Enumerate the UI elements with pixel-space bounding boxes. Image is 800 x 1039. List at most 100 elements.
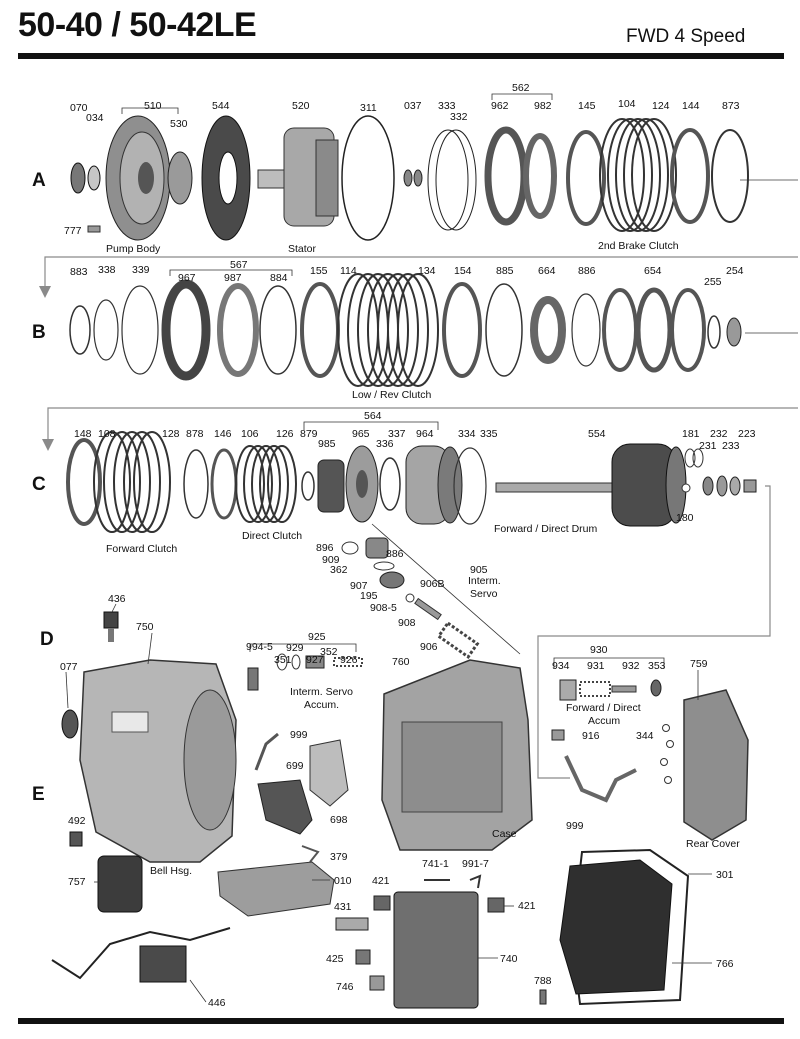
part-label-333: 333: [438, 100, 456, 112]
part-label-927: 927: [306, 654, 324, 666]
part-label-757: 757: [68, 876, 86, 888]
part-label-195: 195: [360, 590, 378, 602]
part-label-564: 564: [364, 410, 382, 422]
part-label-181: 181: [682, 428, 700, 440]
caption-rear-cover: Rear Cover: [686, 838, 740, 850]
part-label-905: 905: [470, 564, 488, 576]
part-label-925: 925: [308, 631, 326, 643]
part-label-929: 929: [286, 642, 304, 654]
lower-parts: [51, 611, 749, 1009]
part-label-908: 908: [398, 617, 416, 629]
row-c-parts: [66, 431, 757, 533]
section-letter-a: A: [32, 170, 46, 191]
row-a-parts: [70, 115, 749, 241]
part-label-070: 070: [70, 102, 88, 114]
part-label-335: 335: [480, 428, 498, 440]
part-label-879: 879: [300, 428, 318, 440]
part-label-223: 223: [738, 428, 756, 440]
part-label-562: 562: [512, 82, 530, 94]
part-label-352: 352: [320, 646, 338, 658]
part-label-886: 886: [578, 265, 596, 277]
part-label-967: 967: [178, 272, 196, 284]
caption-2nd-brake-clutch: 2nd Brake Clutch: [598, 240, 679, 252]
part-label-982: 982: [534, 100, 552, 112]
part-label-965: 965: [352, 428, 370, 440]
part-label-931: 931: [587, 660, 605, 672]
row-b-leader-lines: [169, 269, 293, 276]
part-label-446: 446: [208, 997, 226, 1009]
part-label-740: 740: [500, 953, 518, 965]
part-label-124: 124: [652, 100, 670, 112]
caption-forward-direct-drum: Forward / Direct Drum: [494, 523, 598, 535]
part-label-334: 334: [458, 428, 476, 440]
part-label-425: 425: [326, 953, 344, 965]
part-label-034: 034: [86, 112, 104, 124]
part-label-567: 567: [230, 259, 248, 271]
part-label-492: 492: [68, 815, 86, 827]
part-label-934: 934: [552, 660, 570, 672]
section-letter-b: B: [32, 322, 46, 343]
part-label-908-5: 908-5: [370, 602, 397, 614]
part-label-126: 126: [276, 428, 294, 440]
part-label-544: 544: [212, 100, 230, 112]
caption-servo: Servo: [470, 588, 498, 600]
caption-case: Case: [492, 828, 517, 840]
part-label-010: 010: [334, 875, 352, 887]
part-label-301: 301: [716, 869, 734, 881]
part-label-332: 332: [450, 111, 468, 123]
part-label-339: 339: [132, 264, 150, 276]
part-label-698: 698: [330, 814, 348, 826]
row-a-leader-lines: [121, 93, 553, 114]
part-label-232: 232: [710, 428, 728, 440]
part-label-906: 906: [420, 641, 438, 653]
caption-interm-servo: Interm. Servo: [290, 686, 353, 698]
part-label-873: 873: [722, 100, 740, 112]
caption-interm: Interm.: [468, 575, 501, 587]
page-subtitle: FWD 4 Speed: [626, 26, 746, 47]
part-label-909: 909: [322, 554, 340, 566]
caption-accum: Accum.: [304, 699, 339, 711]
part-label-930: 930: [590, 644, 608, 656]
part-label-379: 379: [330, 851, 348, 863]
part-label-180: 180: [676, 512, 694, 524]
part-label-154: 154: [454, 265, 472, 277]
part-label-964: 964: [416, 428, 434, 440]
part-label-985: 985: [318, 438, 336, 450]
caption-bell-hsg: Bell Hsg.: [150, 865, 192, 877]
part-label-421-a: 421: [372, 875, 390, 887]
part-label-664: 664: [538, 265, 556, 277]
part-label-148: 148: [74, 428, 92, 440]
part-label-336: 336: [376, 438, 394, 450]
part-label-878: 878: [186, 428, 204, 440]
part-label-337: 337: [388, 428, 406, 440]
part-label-760: 760: [392, 656, 410, 668]
part-label-777: 777: [64, 225, 82, 237]
caption-accum-2: Accum: [588, 715, 620, 727]
top-rule: [18, 53, 784, 59]
section-letter-c: C: [32, 474, 46, 495]
part-label-155: 155: [310, 265, 328, 277]
part-label-353: 353: [648, 660, 666, 672]
part-label-750: 750: [136, 621, 154, 633]
part-label-077: 077: [60, 661, 78, 673]
caption-forward-direct: Forward / Direct: [566, 702, 641, 714]
part-label-106: 106: [241, 428, 259, 440]
part-label-999-a: 999: [290, 729, 308, 741]
flow-arrows: [39, 179, 798, 779]
part-label-128: 128: [162, 428, 180, 440]
part-label-114: 114: [340, 265, 357, 277]
row-c-labels: 148 108 128 878 146 106 126 564 879 985 …: [74, 410, 756, 555]
part-label-991-7: 991-7: [462, 858, 489, 870]
part-label-907: 907: [350, 580, 368, 592]
servo-parts: [341, 523, 521, 659]
row-b-labels: 883 338 339 567 967 987 884 155 114 134 …: [70, 259, 744, 401]
part-label-987: 987: [224, 272, 242, 284]
part-label-926: 926: [340, 654, 358, 666]
row-b-parts: [69, 273, 742, 387]
page-title: 50-40 / 50-42LE: [18, 6, 257, 44]
row-a-labels: 070 034 510 530 544 520 311 037 333 332 …: [64, 82, 740, 255]
part-label-104: 104: [618, 98, 636, 110]
part-label-554: 554: [588, 428, 606, 440]
caption-pump-body: Pump Body: [106, 243, 161, 255]
section-letter-d: D: [40, 629, 54, 650]
